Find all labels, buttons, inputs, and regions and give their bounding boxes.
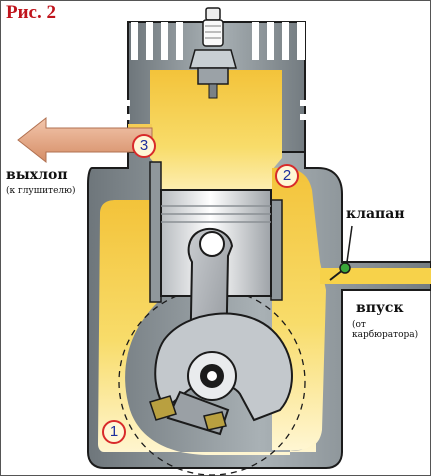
intake-sublabel-1: (от (352, 320, 366, 330)
figure-title: Рис. 2 (6, 2, 56, 23)
marker-2: 2 (275, 164, 299, 188)
valve-label: клапан (346, 206, 405, 222)
marker-3: 3 (132, 134, 156, 158)
exhaust-sublabel: (к глушителю) (6, 186, 76, 196)
valve-pointer-line (346, 225, 353, 263)
intake-label: впуск (356, 300, 404, 316)
combustion-chamber-mixture (150, 70, 282, 210)
intake-sublabel-2: карбюратора) (352, 330, 419, 340)
crankshaft-icon (149, 312, 293, 436)
crank-path-circle (118, 288, 306, 476)
spark-plug-icon (189, 7, 237, 99)
marker-1: 1 (102, 420, 126, 444)
reed-valve-icon (329, 262, 351, 281)
exhaust-label: выхлоп (6, 167, 68, 183)
